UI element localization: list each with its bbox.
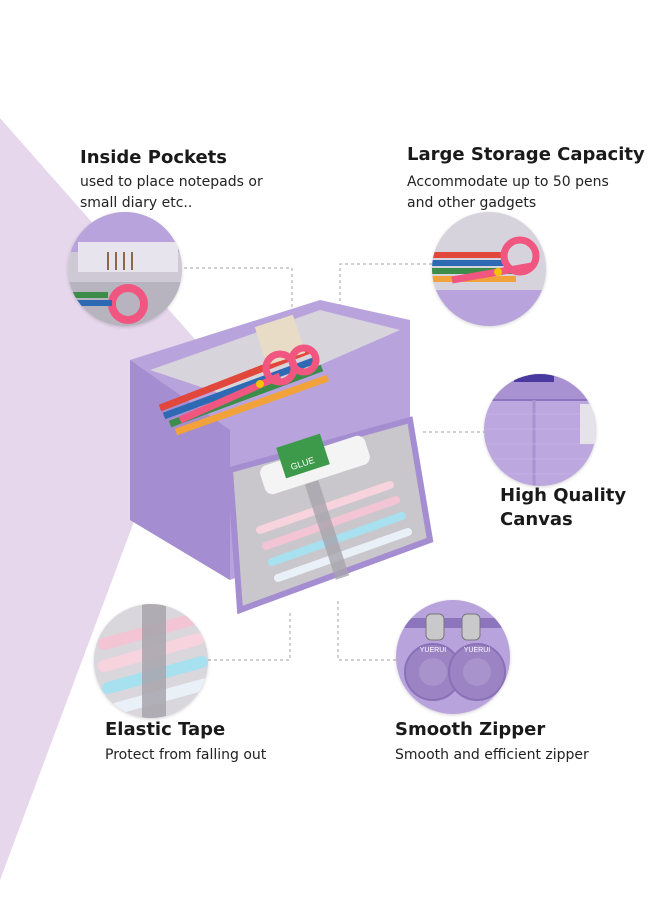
feature-storage: Large Storage Capacity Accommodate up to… [407, 143, 645, 214]
feature-inside-pockets: Inside Pockets used to place notepads or… [80, 146, 263, 214]
storage-detail-image [432, 212, 546, 326]
canvas-detail-image [484, 374, 596, 486]
feature-elastic: Elastic Tape Protect from falling out [105, 718, 266, 766]
feature-desc: and other gadgets [407, 195, 537, 211]
feature-canvas: High Quality Canvas [500, 484, 626, 532]
feature-desc: used to place notepads or [80, 174, 263, 190]
feature-title: Elastic Tape [105, 719, 226, 740]
feature-title: Canvas [500, 509, 573, 530]
feature-desc: Accommodate up to 50 pens [407, 174, 609, 190]
feature-title: High Quality [500, 485, 627, 506]
feature-desc: small diary etc.. [80, 195, 193, 211]
zipper-detail-image: YUERUI YUERUI [396, 600, 510, 714]
feature-title: Large Storage Capacity [407, 144, 645, 165]
pencil-case-product-image: GLUE [130, 300, 434, 615]
feature-title: Inside Pockets [80, 147, 227, 168]
feature-desc: Smooth and efficient zipper [395, 747, 589, 763]
feature-zipper: Smooth Zipper Smooth and efficient zippe… [395, 718, 589, 766]
feature-desc: Protect from falling out [105, 747, 267, 763]
feature-title: Smooth Zipper [395, 719, 546, 740]
elastic-tape-detail-image [94, 604, 208, 718]
zipper-brand-text: YUERUI [420, 647, 447, 654]
zipper-brand-text: YUERUI [464, 647, 491, 654]
